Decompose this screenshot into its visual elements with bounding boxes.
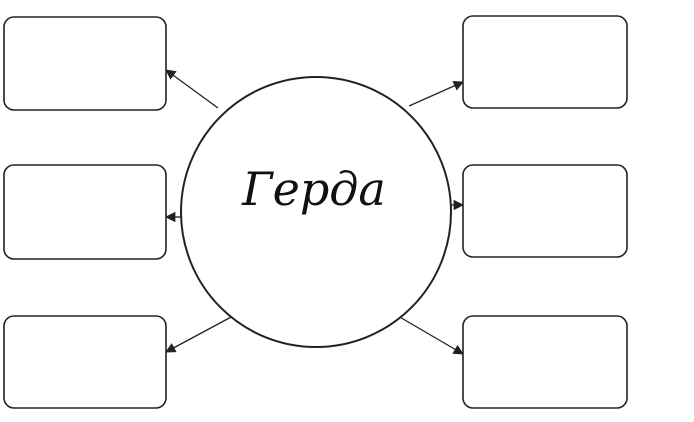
center-node: Герда <box>180 76 452 348</box>
node-box-top-left <box>3 16 167 111</box>
node-box-bottom-right <box>462 315 628 409</box>
arrow-to-box-bottom-left <box>165 315 234 353</box>
node-box-middle-left <box>3 164 167 260</box>
arrow-to-box-bottom-right <box>397 315 464 355</box>
center-node-label: Герда <box>241 162 386 216</box>
node-box-bottom-left <box>3 315 167 409</box>
arrow-to-box-top-left <box>165 69 219 109</box>
node-box-top-right <box>462 15 628 109</box>
arrow-to-box-top-right <box>408 81 464 107</box>
node-box-middle-right <box>462 164 628 258</box>
